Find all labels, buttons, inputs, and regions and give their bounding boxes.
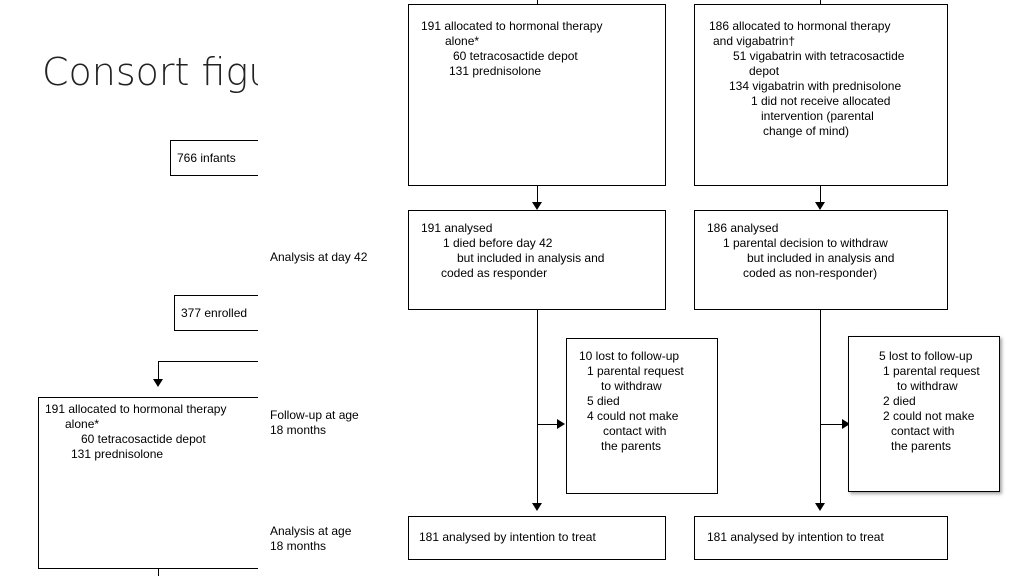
connector: [820, 0, 821, 4]
left-lost-box: 10 lost to follow-up 1 parental request …: [566, 338, 718, 494]
background-connector: [158, 361, 268, 362]
arrow-right: [557, 419, 565, 429]
arrow-down: [532, 202, 542, 210]
right-allocated-box: 186 allocated to hormonal therapy and vi…: [694, 4, 948, 186]
arrow-down: [815, 503, 825, 511]
connector: [537, 0, 538, 4]
right-final-box: 181 analysed by intention to treat: [694, 516, 948, 560]
arrow-down: [532, 503, 542, 511]
stage-label-analysis-age: Analysis at age 18 months: [270, 524, 352, 553]
stage-label-analysis-day42: Analysis at day 42: [270, 250, 368, 264]
connector: [820, 310, 821, 504]
connector: [820, 186, 821, 204]
left-analysed-box: 191 analysed 1 died before day 42 but in…: [408, 210, 666, 310]
right-analysed-box: 186 analysed 1 parental decision to with…: [694, 210, 948, 310]
connector: [820, 424, 842, 425]
background-connector: [158, 569, 159, 576]
connector: [537, 310, 538, 504]
connector: [537, 424, 557, 425]
background-allocated-box: 191 allocated to hormonal therapy alone*…: [38, 397, 278, 569]
right-lost-box: 5 lost to follow-up 1 parental request t…: [848, 336, 1000, 492]
connector: [537, 186, 538, 204]
stage-label-followup: Follow-up at age 18 months: [270, 408, 359, 437]
left-allocated-box: 191 allocated to hormonal therapy alone*…: [408, 4, 666, 186]
left-final-box: 181 analysed by intention to treat: [408, 516, 666, 560]
background-arrow: [153, 379, 163, 387]
arrow-right: [842, 419, 850, 429]
background-connector: [158, 361, 159, 381]
arrow-down: [815, 202, 825, 210]
